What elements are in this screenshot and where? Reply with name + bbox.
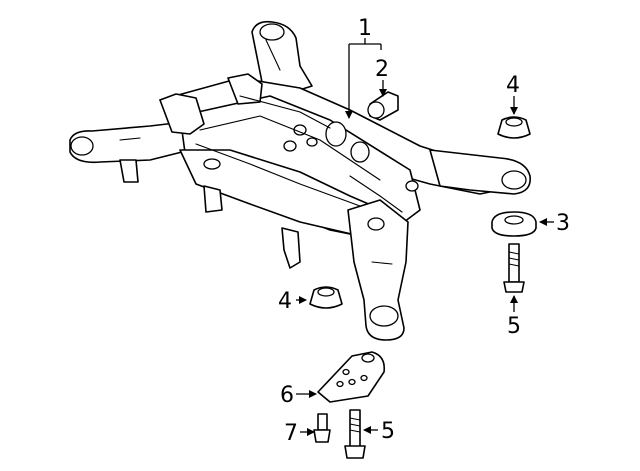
leader-lines [296,38,554,436]
bolt-part-5-upper [503,243,525,293]
callout-1: 1 [358,16,372,41]
bolt-part-7 [313,413,331,443]
subframe-crossmember [69,20,531,341]
bushing-part-2 [367,91,399,121]
washer-part-3 [491,211,537,237]
callout-4-lower: 4 [278,289,292,314]
bolt-part-5-lower [344,409,366,459]
callout-4-upper: 4 [506,73,520,98]
callout-3: 3 [556,211,570,236]
callout-6: 6 [280,383,294,408]
mount-insulator-upper [497,116,531,139]
callout-5-lower: 5 [381,419,395,444]
bracket-part-6 [317,351,386,403]
callout-7: 7 [284,421,298,446]
callout-2: 2 [375,57,389,82]
mount-insulator-lower [309,286,343,309]
callout-5-upper: 5 [507,314,521,339]
